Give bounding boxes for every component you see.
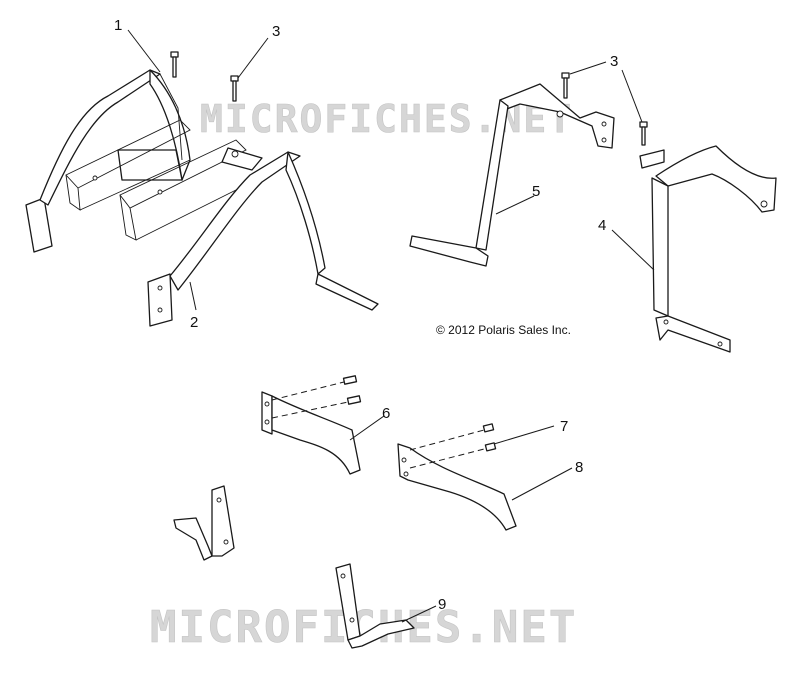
callout-9: 9: [438, 596, 446, 613]
bolt-7a: [482, 423, 495, 433]
part-9-bracket: [335, 563, 415, 649]
leader-3-left: [237, 37, 269, 79]
part-2-bracket: [147, 147, 379, 327]
small-bracket: [173, 485, 235, 561]
copyright-notice: © 2012 Polaris Sales Inc.: [436, 323, 571, 337]
leader-2: [189, 281, 197, 311]
fastener-line-7b: [409, 447, 489, 469]
leader-5: [495, 195, 535, 215]
callout-6: 6: [382, 405, 390, 422]
fastener-line-6b: [271, 401, 349, 419]
leader-7: [493, 425, 555, 445]
fastener-line-6a: [271, 381, 345, 401]
part-1-bracket: [25, 69, 191, 253]
bolt-7b: [484, 442, 497, 452]
part-5-bracket: [409, 83, 615, 267]
part-4-bracket: [639, 145, 777, 353]
leader-6: [349, 415, 385, 441]
leader-8: [511, 467, 573, 501]
bolt-6a: [342, 375, 358, 385]
leader-4: [611, 229, 655, 271]
leader-1: [127, 29, 161, 73]
callout-3-right: 3: [610, 53, 618, 70]
watermark-lower: MICROFICHES.NET: [150, 602, 577, 653]
callout-8: 8: [575, 459, 583, 476]
leader-3-right-b: [621, 69, 643, 123]
callout-5: 5: [532, 183, 540, 200]
leader-9: [401, 605, 437, 623]
leader-3-right-a: [569, 61, 607, 75]
callout-4: 4: [598, 217, 606, 234]
callout-3-left: 3: [272, 23, 280, 40]
bolt-right-a: [561, 72, 570, 99]
bolt-6b: [346, 395, 362, 405]
callout-2: 2: [190, 314, 198, 331]
bolt-right-b: [639, 121, 648, 146]
fastener-line-7a: [409, 429, 485, 451]
bolt-left-a: [170, 51, 179, 78]
frame-rails: [65, 119, 247, 241]
callout-1: 1: [114, 17, 122, 34]
part-8-bracket: [397, 443, 517, 531]
part-6-bracket: [261, 391, 361, 475]
bolt-left-b: [230, 75, 239, 102]
callout-7: 7: [560, 418, 568, 435]
